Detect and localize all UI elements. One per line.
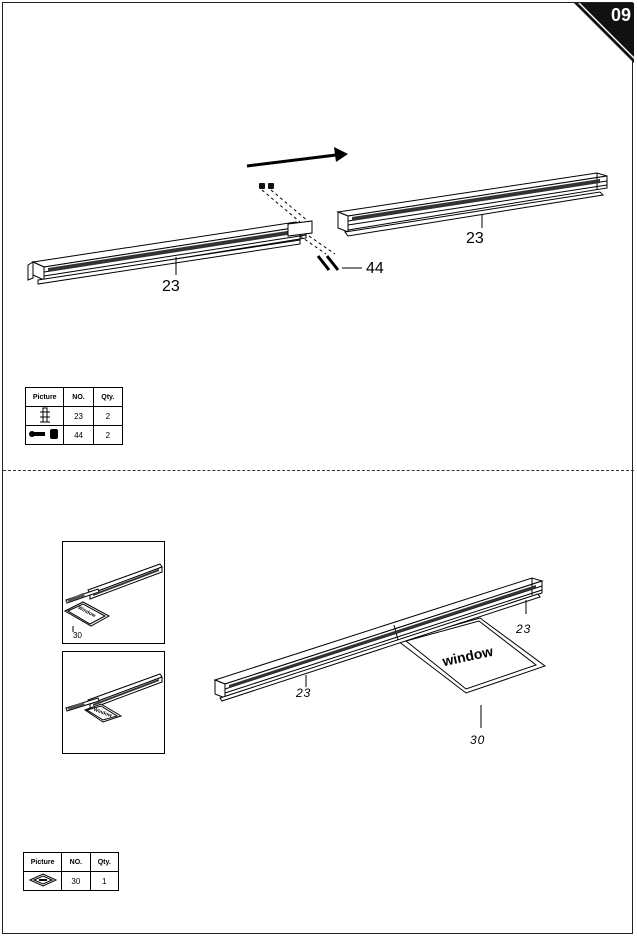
inset-bottom-illustration: [65, 673, 163, 723]
nuts: [259, 183, 274, 189]
screws: [316, 255, 340, 271]
table-cell-no: 30: [61, 871, 91, 891]
screw-nut-icon: [24, 425, 65, 445]
table-header-qty: Qty.: [92, 387, 124, 407]
inset-top: Window 30: [62, 541, 165, 644]
page-corner: [574, 3, 634, 63]
table-cell-qty: 2: [92, 425, 124, 445]
left-rail-label: 23: [162, 278, 180, 295]
window-panel-label: 30: [470, 733, 486, 747]
table-cell-qty: 1: [89, 871, 120, 891]
left-rail-label-2: 23: [296, 686, 312, 700]
page-number: 09: [610, 5, 631, 25]
right-rail-label: 23: [466, 230, 484, 247]
combined-rail-slots: [229, 585, 536, 688]
table-row: 44 2: [24, 425, 124, 445]
table-row: 30 1: [22, 871, 120, 891]
right-rail-slots: [352, 179, 600, 221]
step2-parts-table: Picture NO. Qty. 30 1: [22, 852, 120, 891]
step1-parts-table: Picture NO. Qty. 23 2 44 2: [24, 387, 124, 445]
window-panel-icon: [22, 871, 63, 891]
right-rail-label-2: 23: [516, 622, 532, 636]
step1-illustration: [27, 147, 608, 285]
screws-label: 44: [366, 260, 384, 277]
section-divider: [3, 470, 634, 471]
table-header-qty: Qty.: [89, 852, 120, 872]
window-panel: [396, 617, 547, 694]
inset-top-label: 30: [73, 631, 82, 640]
connector-plate: [287, 220, 313, 237]
inset-bottom: Window: [62, 651, 165, 754]
direction-arrow: [246, 147, 348, 168]
inset-top-illustration: [63, 563, 163, 632]
table-header-no: NO.: [61, 852, 91, 872]
assembly-guides: [261, 189, 336, 255]
left-rail-slots: [48, 229, 300, 272]
table-header-picture: Picture: [22, 852, 63, 872]
